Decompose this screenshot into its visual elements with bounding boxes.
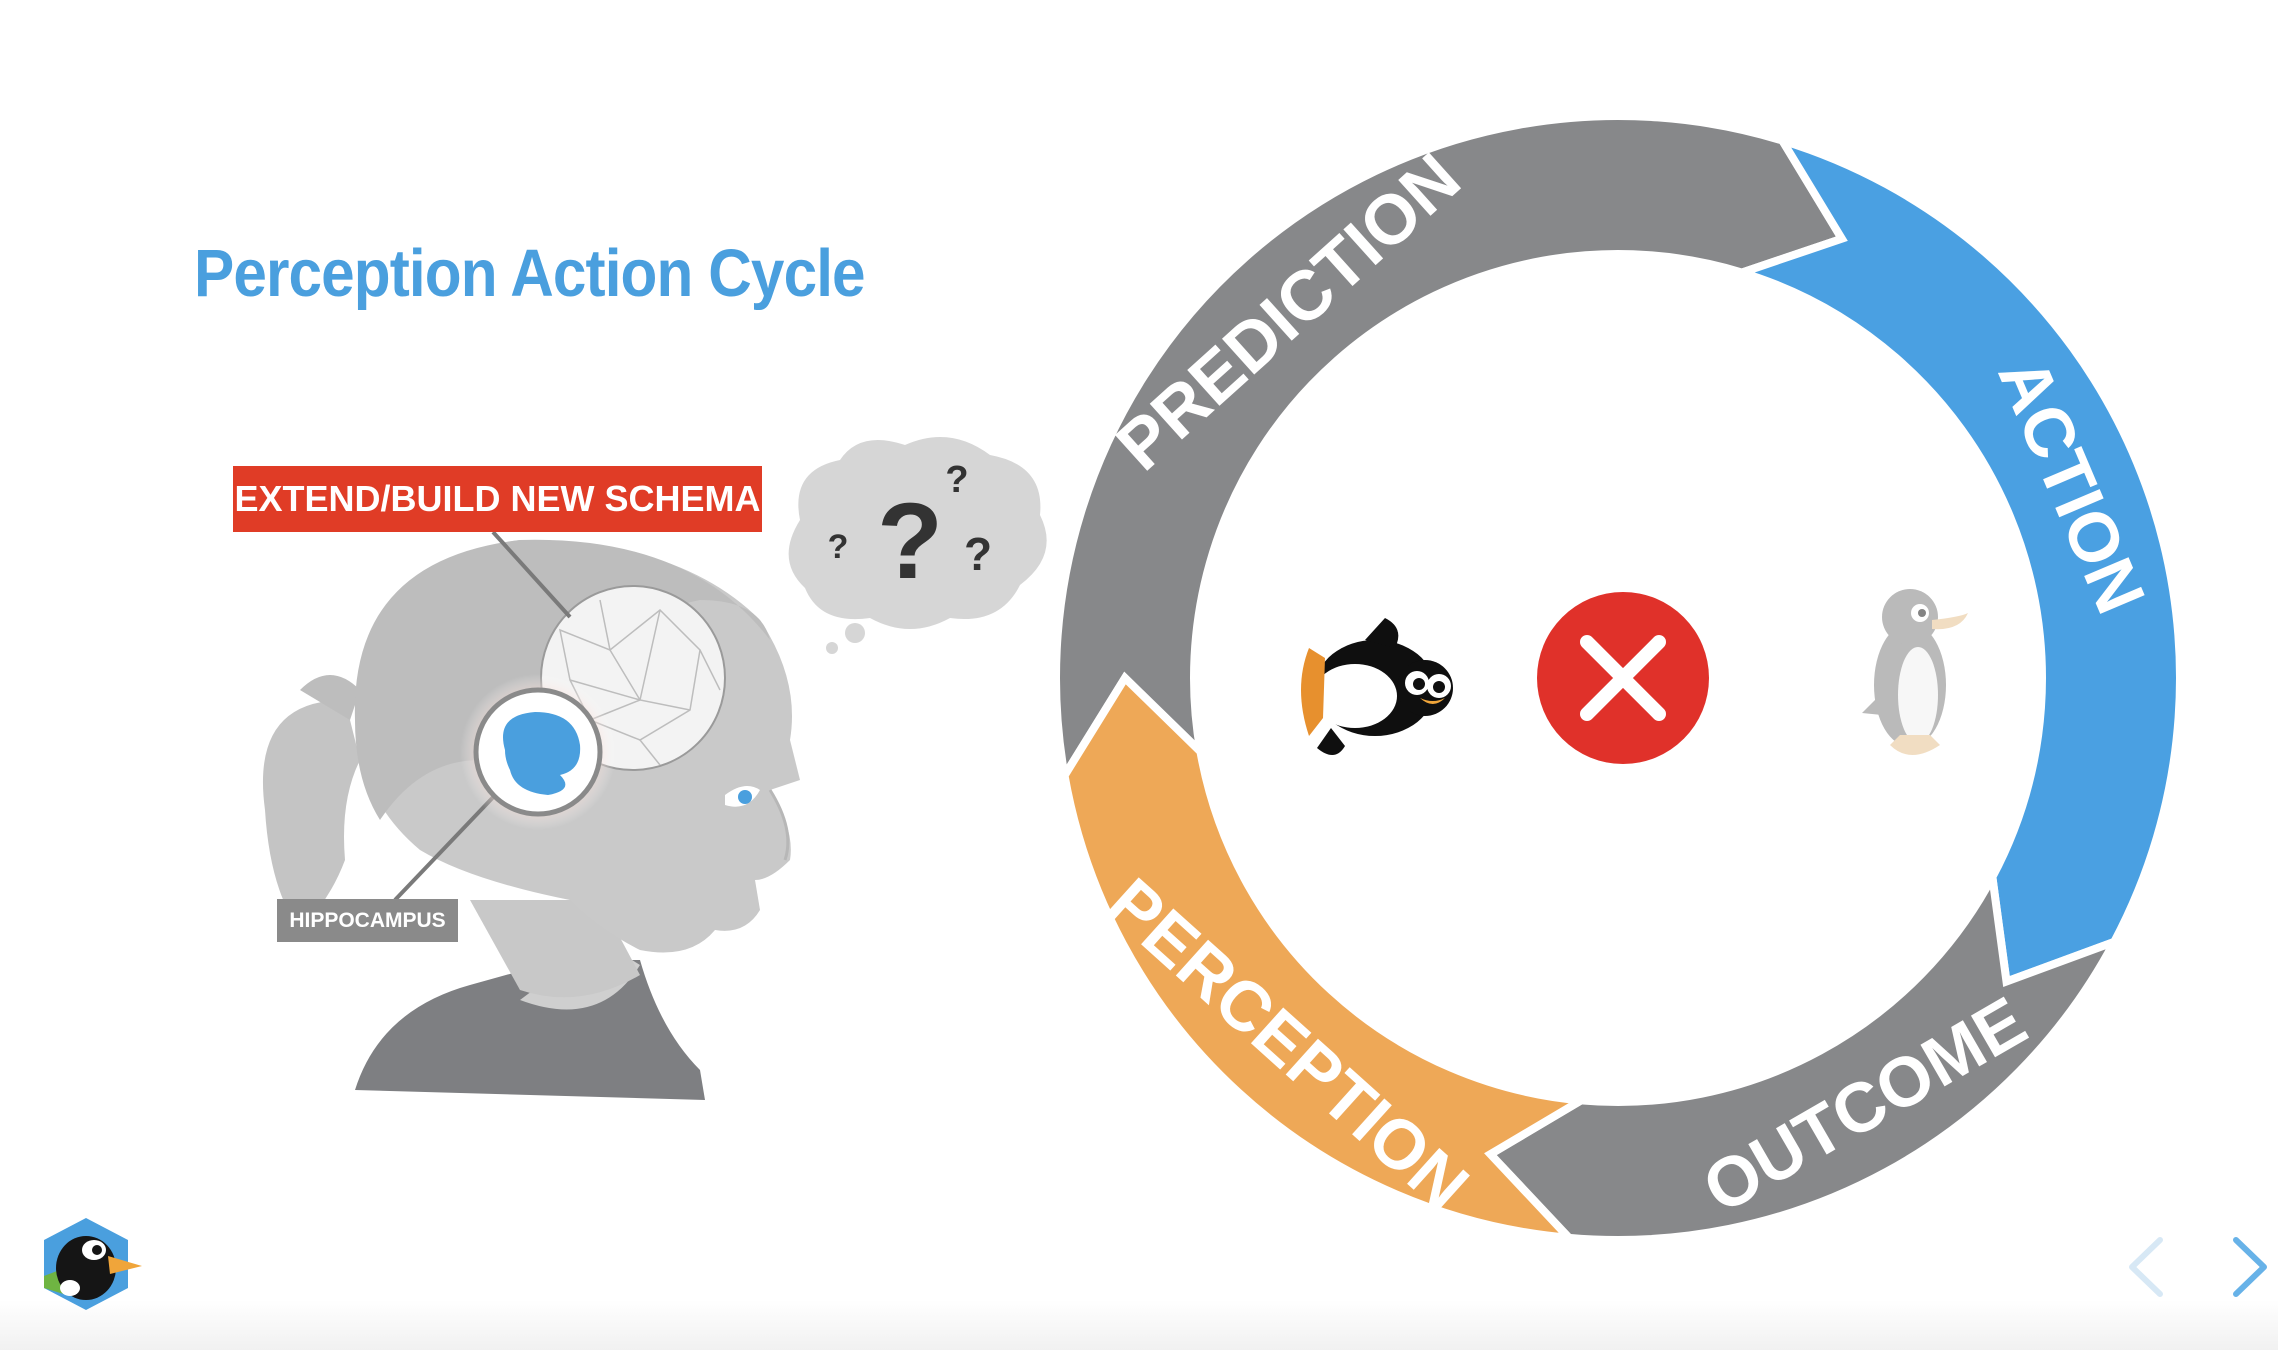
question-mark-small-icon: ? <box>828 528 849 566</box>
bottom-shadow <box>0 1300 2278 1350</box>
thought-bubble-icon: ? ? ? ? <box>788 437 1047 654</box>
bird-logo-icon <box>44 1218 142 1310</box>
x-mark-icon <box>1537 592 1709 764</box>
cycle-segment-perception <box>1060 671 1594 1243</box>
question-mark-large-icon: ? <box>877 480 943 601</box>
hippocampus-connector <box>393 788 502 902</box>
question-mark-small-icon: ? <box>945 459 968 501</box>
hippocampus-label: HIPPOCAMPUS <box>277 899 458 942</box>
page-title: Perception Action Cycle <box>194 236 866 311</box>
schema-label: EXTEND/BUILD NEW SCHEMA <box>233 466 762 532</box>
hippocampus-icon <box>460 674 616 830</box>
faded-penguin-icon <box>1862 589 1968 755</box>
chevron-left-icon[interactable] <box>2120 1232 2176 1302</box>
cycle-label-perception: PERCEPTION <box>1093 863 1483 1225</box>
question-mark-small-icon: ? <box>964 528 992 580</box>
cycle-segment-action <box>1728 133 2184 987</box>
penguin-icon <box>1301 618 1453 756</box>
schema-connector <box>491 530 572 619</box>
cycle-segment-prediction <box>1052 112 1848 787</box>
cycle-label-prediction: PREDICTION <box>1102 138 1475 485</box>
chevron-right-icon[interactable] <box>2222 1232 2278 1302</box>
